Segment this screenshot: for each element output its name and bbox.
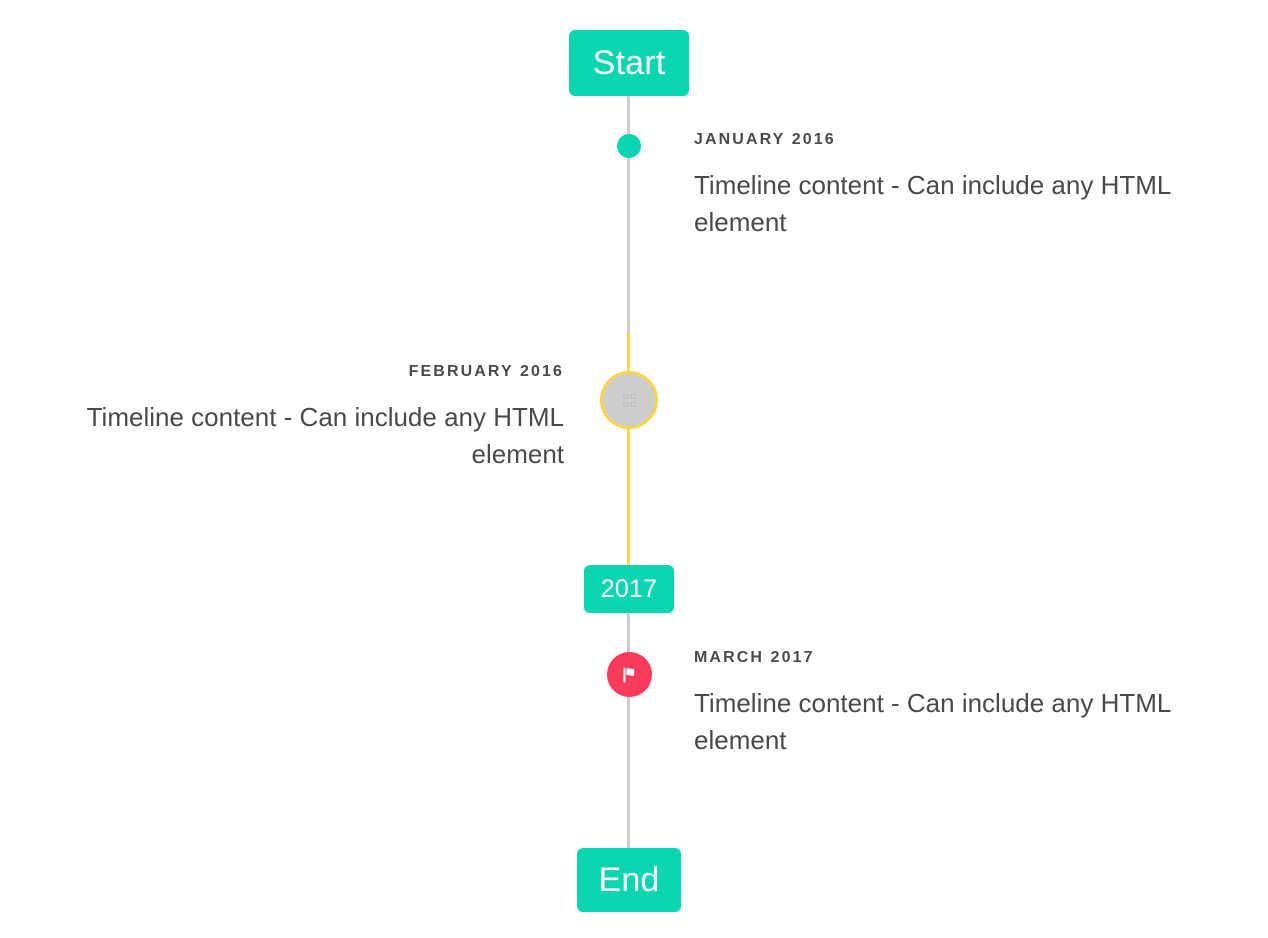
- timeline-entry-content: Timeline content - Can include any HTML …: [694, 169, 1171, 237]
- timeline-marker-february-2016[interactable]: [600, 371, 658, 429]
- timeline-marker-march-2017[interactable]: [607, 652, 652, 697]
- timeline-entry-january-2016: January 2016 Timeline content - Can incl…: [694, 131, 1218, 240]
- timeline-rail-segment-bottom: [627, 610, 630, 855]
- timeline-start-badge[interactable]: Start: [569, 30, 689, 96]
- timeline-entry-content: Timeline content - Can include any HTML …: [694, 687, 1171, 755]
- flag-icon: [622, 667, 634, 683]
- timeline-marker-january-2016[interactable]: [617, 134, 641, 158]
- missing-glyph-icon: [622, 393, 636, 407]
- timeline-rail-segment-highlight: [627, 333, 630, 571]
- timeline-entry-content: Timeline content - Can include any HTML …: [86, 401, 564, 469]
- timeline-rail-segment-top: [627, 90, 630, 335]
- timeline-end-badge[interactable]: End: [577, 848, 681, 912]
- timeline-entry-date: February 2016: [408, 363, 564, 380]
- timeline-entry-february-2016: February 2016 Timeline content - Can inc…: [40, 363, 564, 472]
- timeline-year-badge[interactable]: 2017: [584, 565, 674, 613]
- timeline-entry-date: March 2017: [694, 649, 815, 666]
- timeline-entry-date: January 2016: [694, 131, 836, 148]
- timeline-entry-march-2017: March 2017 Timeline content - Can includ…: [694, 649, 1218, 758]
